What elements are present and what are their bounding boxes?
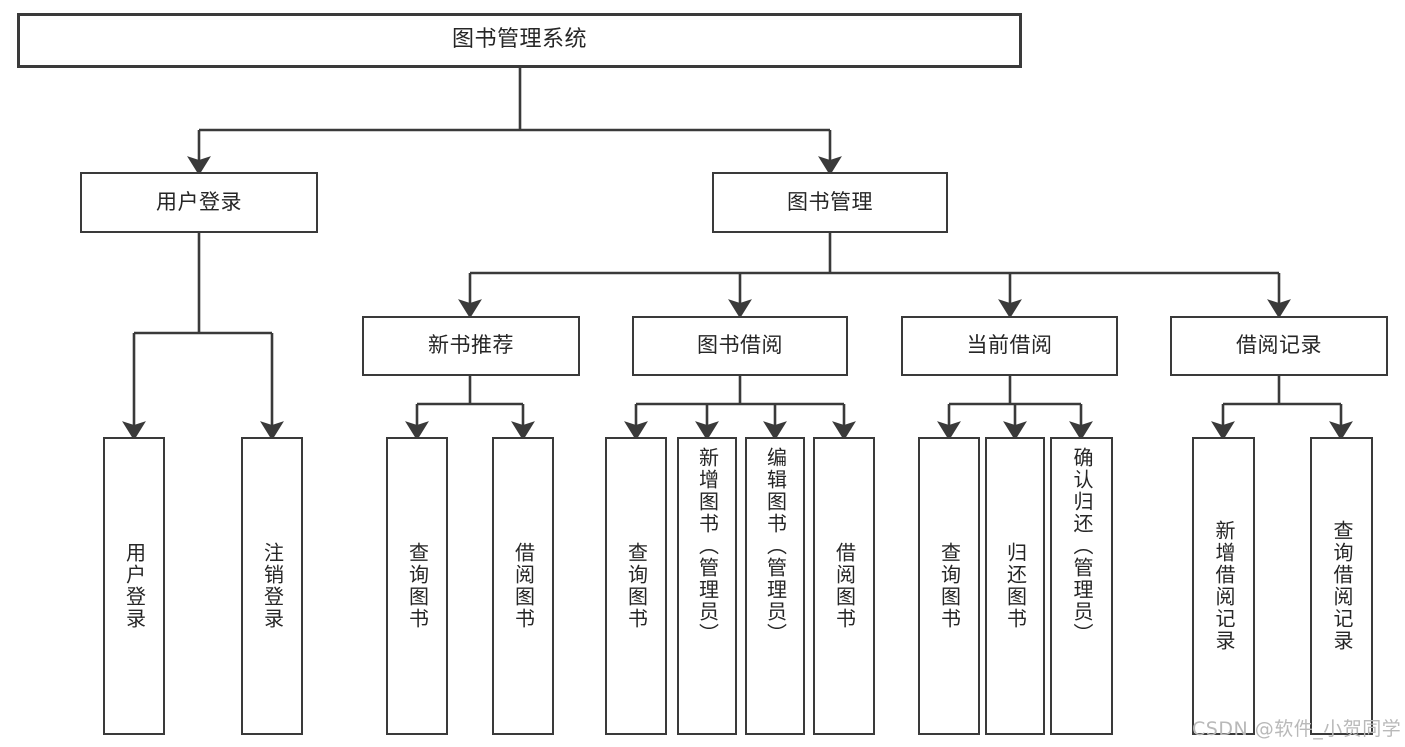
leaf-user-login-login[interactable]: 用户登录 xyxy=(103,437,165,735)
leaf-current-borrow-return[interactable]: 归还图书 xyxy=(985,437,1045,735)
node-label: 查询图书 xyxy=(937,542,962,630)
node-label: 图书借阅 xyxy=(697,333,783,358)
node-current-borrow[interactable]: 当前借阅 xyxy=(901,316,1118,376)
node-label: 新书推荐 xyxy=(428,333,514,358)
leaf-borrow-record-query[interactable]: 查询借阅记录 xyxy=(1310,437,1373,735)
node-label: 借阅图书 xyxy=(832,542,857,630)
node-user-login[interactable]: 用户登录 xyxy=(80,172,318,233)
node-label: 图书管理 xyxy=(787,189,873,214)
node-root-library-system[interactable]: 图书管理系统 xyxy=(17,13,1022,68)
node-book-borrow[interactable]: 图书借阅 xyxy=(632,316,848,376)
node-label: 注销登录 xyxy=(260,542,285,630)
node-label: 借阅记录 xyxy=(1236,333,1322,358)
leaf-new-book-borrow[interactable]: 借阅图书 xyxy=(492,437,554,735)
node-label: 用户登录 xyxy=(122,542,147,630)
node-label: 当前借阅 xyxy=(966,333,1053,358)
node-label: 编辑图书（管理员） xyxy=(763,447,788,645)
leaf-book-borrow-query[interactable]: 查询图书 xyxy=(605,437,667,735)
node-book-management[interactable]: 图书管理 xyxy=(712,172,948,233)
node-new-book-recommend[interactable]: 新书推荐 xyxy=(362,316,580,376)
node-label: 新增图书（管理员） xyxy=(695,447,720,645)
leaf-book-borrow-add[interactable]: 新增图书（管理员） xyxy=(677,437,737,735)
leaf-book-borrow-borrow[interactable]: 借阅图书 xyxy=(813,437,875,735)
node-label: 归还图书 xyxy=(1003,542,1028,630)
node-label: 查询图书 xyxy=(405,542,430,630)
node-label: 新增借阅记录 xyxy=(1212,520,1236,652)
node-borrow-record[interactable]: 借阅记录 xyxy=(1170,316,1388,376)
node-label: 查询借阅记录 xyxy=(1330,520,1354,652)
node-label: 借阅图书 xyxy=(511,542,536,630)
leaf-current-borrow-query[interactable]: 查询图书 xyxy=(918,437,980,735)
csdn-watermark: CSDN @软件_小贺同学 xyxy=(1192,718,1402,740)
node-label: 图书管理系统 xyxy=(451,27,587,53)
leaf-new-book-query[interactable]: 查询图书 xyxy=(386,437,448,735)
leaf-current-borrow-confirm-return[interactable]: 确认归还（管理员） xyxy=(1050,437,1113,735)
leaf-borrow-record-add[interactable]: 新增借阅记录 xyxy=(1192,437,1255,735)
node-label: 用户登录 xyxy=(156,189,242,214)
leaf-user-login-logout[interactable]: 注销登录 xyxy=(241,437,303,735)
leaf-book-borrow-edit[interactable]: 编辑图书（管理员） xyxy=(745,437,805,735)
node-label: 查询图书 xyxy=(624,542,649,630)
node-label: 确认归还（管理员） xyxy=(1070,447,1094,645)
